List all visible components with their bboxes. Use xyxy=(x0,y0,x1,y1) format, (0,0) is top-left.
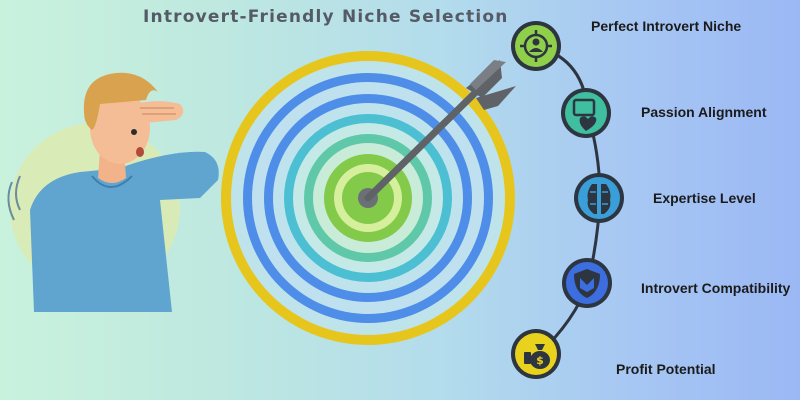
step-icon-5: $ xyxy=(511,329,561,379)
person-arm xyxy=(120,151,219,200)
step-label-passion-alignment: Passion Alignment xyxy=(641,104,767,120)
step-label-expertise-level: Expertise Level xyxy=(653,190,756,206)
step-label-profit-potential: Profit Potential xyxy=(616,361,716,377)
step-icon-1 xyxy=(511,21,561,71)
person-collar xyxy=(91,175,133,188)
person-eye xyxy=(131,129,137,135)
step-label-perfect-introvert-niche: Perfect Introvert Niche xyxy=(591,18,742,34)
person-mouth xyxy=(136,147,144,157)
person-illustration xyxy=(7,72,219,312)
step-icon-4 xyxy=(562,258,612,308)
motion-lines xyxy=(7,175,21,221)
page-title: Introvert-Friendly Niche Selection xyxy=(143,7,509,27)
person-body xyxy=(30,168,172,312)
step-label-introvert-compatibility: Introvert Compatibility xyxy=(641,280,791,296)
person-hair xyxy=(83,72,158,130)
step-icon-2 xyxy=(561,88,611,138)
step-icon-3 xyxy=(574,173,624,223)
arrow-icon xyxy=(364,60,516,202)
svg-text:$: $ xyxy=(536,354,544,367)
person-hand xyxy=(118,101,184,124)
person-fingers xyxy=(140,107,176,115)
